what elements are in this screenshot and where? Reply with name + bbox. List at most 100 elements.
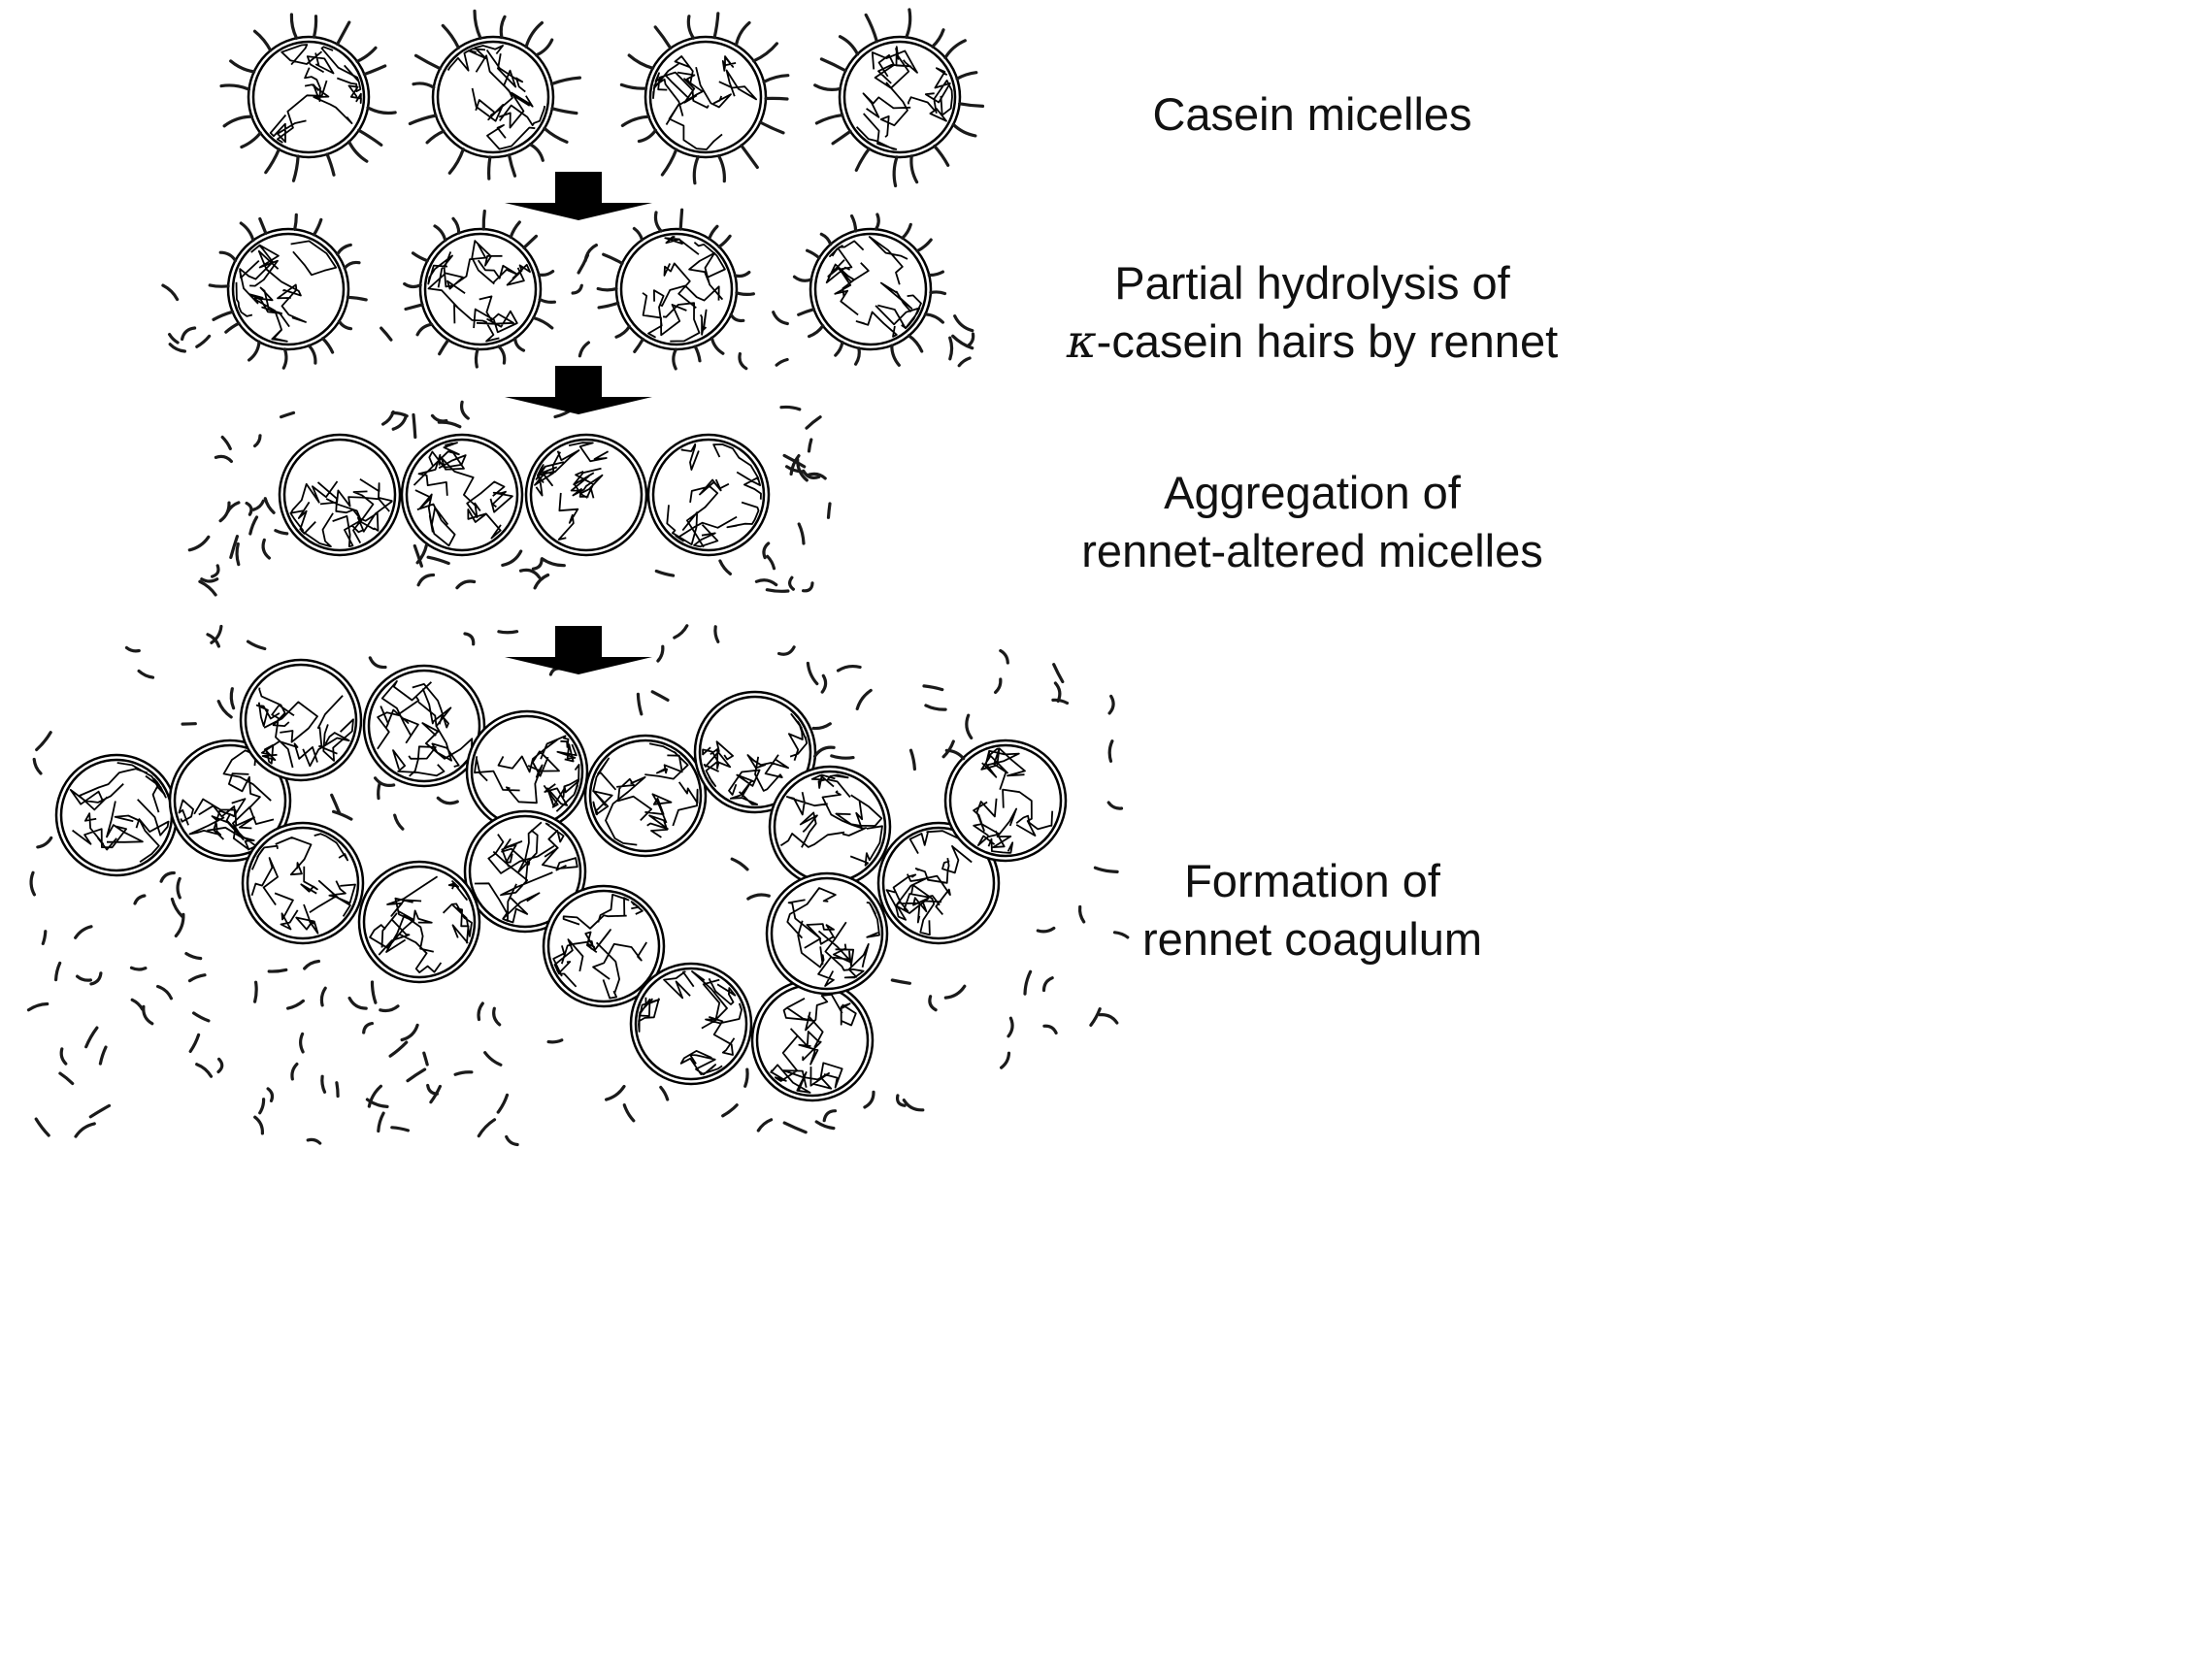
kappa-casein-hair: [258, 216, 268, 236]
hair-fragment: [74, 1122, 96, 1138]
kappa-casein-hair: [838, 35, 860, 56]
hair-fragment: [826, 502, 832, 519]
stage-label-line-1: Partial hydrolysis of: [1114, 257, 1510, 309]
hair-fragment: [335, 1081, 340, 1099]
kappa-casein-hair: [481, 209, 486, 231]
hair-fragment: [235, 542, 241, 567]
hair-fragment: [156, 984, 173, 1001]
hair-fragment: [436, 796, 459, 805]
hair-fragment: [76, 974, 92, 982]
hair-fragment: [533, 573, 550, 590]
hair-fragment: [546, 1038, 564, 1044]
stage-aggregation: [187, 400, 832, 597]
kappa-casein-hair: [733, 271, 751, 279]
hair-fragment: [286, 999, 305, 1010]
hair-fragment: [98, 1045, 108, 1066]
kappa-casein-hair: [712, 12, 720, 40]
hair-fragment: [993, 677, 1003, 694]
kappa-casein-hair: [931, 28, 945, 49]
hair-fragment: [251, 499, 265, 511]
kappa-casein-hair: [509, 220, 521, 239]
micelle-texture: [289, 477, 393, 548]
kappa-casein-hair: [797, 308, 816, 316]
kappa-casein-hair: [357, 128, 383, 147]
hair-fragment: [380, 326, 393, 342]
micelle-texture: [885, 830, 973, 936]
kappa-casein-hair: [522, 234, 538, 249]
hair-fragment: [246, 640, 267, 651]
hair-fragment: [188, 1033, 201, 1053]
kappa-casein-hair: [929, 290, 947, 296]
hair-fragment: [258, 1098, 266, 1115]
hair-fragment: [1042, 1024, 1058, 1034]
kappa-casein-hair: [218, 250, 238, 263]
casein-micelle: [465, 709, 589, 834]
kappa-casein-hair: [532, 315, 554, 330]
hair-fragment: [531, 558, 544, 571]
kappa-casein-hair: [637, 128, 657, 144]
kappa-casein-hair: [874, 213, 880, 231]
kappa-casein-hair: [653, 211, 663, 233]
kappa-casein-hair: [602, 252, 624, 265]
hair-fragment: [430, 413, 448, 423]
hair-fragment: [170, 897, 184, 918]
casein-micelle: [768, 765, 892, 889]
hair-fragment: [1112, 931, 1130, 939]
kappa-casein-hair: [740, 144, 759, 169]
hair-fragment: [89, 971, 103, 986]
cleaved-fragments: [187, 400, 832, 597]
hair-fragment: [765, 588, 790, 593]
kappa-casein-hair: [933, 145, 950, 167]
hair-fragment: [779, 405, 802, 411]
micelle-texture: [369, 875, 473, 973]
hair-fragment: [1107, 694, 1115, 715]
process-arrows: [505, 172, 652, 674]
kappa-casein-hair: [281, 347, 288, 370]
hair-fragment: [437, 420, 462, 429]
kappa-casein-hair: [653, 25, 673, 50]
hair-fragment: [58, 1071, 75, 1086]
kappa-casein-hair: [355, 46, 378, 63]
hair-fragment: [216, 700, 233, 719]
hair-fragment: [1041, 976, 1054, 993]
hair-fragment: [1106, 801, 1124, 810]
hair-fragment: [775, 357, 789, 367]
hair-fragment: [303, 959, 320, 970]
casein-micelle: [403, 209, 556, 369]
hair-fragment: [806, 661, 819, 686]
hair-fragment: [174, 912, 185, 937]
kappa-casein-hair: [958, 102, 985, 108]
kappa-casein-hair: [854, 346, 861, 366]
hair-fragment: [416, 573, 436, 587]
kappa-casein-hair: [890, 344, 901, 367]
hair-fragment: [377, 781, 381, 801]
kappa-casein-hair: [764, 96, 789, 101]
hair-fragment: [159, 870, 176, 883]
hair-fragment: [41, 930, 48, 945]
hair-fragment: [928, 995, 938, 1012]
casein-micelle: [792, 213, 947, 367]
kappa-casein-hair: [248, 340, 261, 362]
kappa-casein-hair: [346, 295, 368, 302]
hair-fragment: [426, 1083, 439, 1096]
hair-fragment: [84, 1026, 99, 1049]
hair-fragment: [477, 1001, 484, 1022]
hair-fragment: [965, 713, 974, 739]
micelle-texture: [779, 773, 883, 867]
kappa-casein-hair: [336, 243, 352, 256]
kappa-casein-hair: [632, 226, 644, 242]
hair-fragment: [855, 688, 873, 710]
hair-fragment: [730, 857, 749, 871]
kappa-casein-hair: [620, 115, 650, 127]
hair-fragment: [412, 412, 417, 440]
kappa-casein-hair: [499, 15, 507, 40]
casein-micelle: [241, 821, 365, 945]
casein-micelle: [943, 739, 1068, 863]
kappa-casein-hair: [474, 347, 479, 369]
casein-micelle: [876, 821, 1001, 945]
hair-fragment: [290, 1062, 299, 1081]
diagram-canvas: [26, 8, 1130, 1147]
hair-fragment: [388, 1040, 409, 1058]
hair-fragment: [377, 1111, 385, 1133]
hair-fragment: [216, 1057, 224, 1074]
